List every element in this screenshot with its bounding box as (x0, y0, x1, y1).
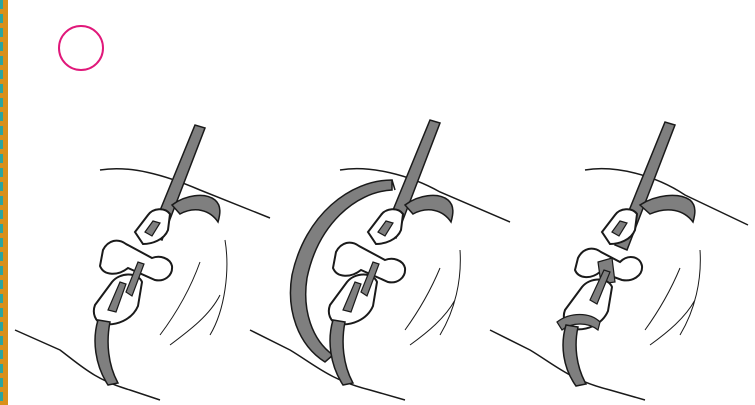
step-marker-circle (58, 25, 104, 71)
arm-shading-lines (159, 239, 228, 346)
cord-lower (562, 324, 588, 387)
cord-outer-loop (289, 179, 393, 363)
cord-loose-end (170, 194, 221, 224)
panel-buckle-with-outer-loop (249, 119, 511, 401)
arm-top-outline (339, 167, 511, 223)
cord-lower (94, 319, 120, 386)
buckle-crossbar (331, 241, 407, 284)
cord-lower (329, 319, 355, 386)
arm-top-outline (99, 167, 271, 219)
page-edge-bar (0, 0, 8, 405)
arm-shading-lines (404, 249, 461, 346)
cord-loose-end (638, 194, 696, 224)
arm-top-outline (584, 167, 749, 226)
cord-loose-end (403, 194, 454, 224)
panel-buckle-threaded-through (489, 121, 749, 401)
arm-bottom-outline (249, 329, 406, 401)
buckle-crossbar (98, 239, 174, 282)
arm-bottom-outline (489, 329, 646, 401)
arm-bottom-outline (14, 329, 161, 401)
arm-shading-lines (644, 249, 701, 346)
page-edge-accent (0, 0, 3, 405)
panel-buckle-loose-end (14, 124, 271, 401)
